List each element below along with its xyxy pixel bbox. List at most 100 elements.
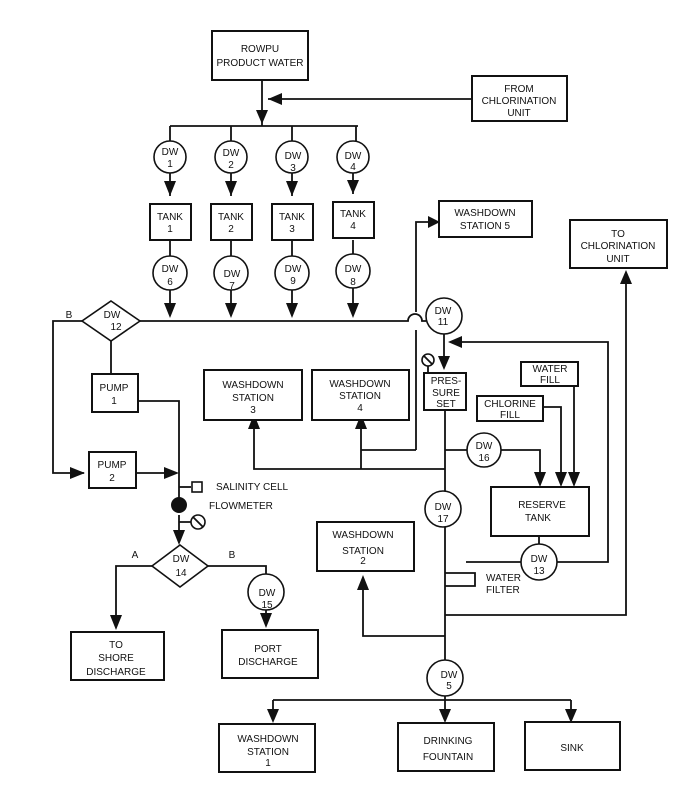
svg-text:RESERVE: RESERVE — [518, 500, 566, 511]
svg-text:FILL: FILL — [540, 375, 560, 386]
salinity-cell-icon — [191, 481, 203, 493]
svg-text:1: 1 — [265, 758, 271, 769]
box-pressure-set: PRES- SURE SET — [423, 372, 467, 411]
arrow-tank2 — [225, 181, 237, 196]
arrow-to-dw14 — [173, 530, 185, 545]
svg-text:2: 2 — [360, 556, 366, 567]
svg-text:STATION 5: STATION 5 — [460, 221, 511, 232]
svg-text:3: 3 — [289, 224, 295, 235]
arrow-to-port — [260, 613, 272, 628]
arrow-wash4 — [355, 414, 367, 429]
svg-text:8: 8 — [350, 277, 356, 288]
arrow-tank4 — [347, 180, 359, 194]
arrow-header-dw9 — [286, 303, 298, 318]
pressure-gauge-icon — [190, 514, 206, 530]
box-reserve-tank: RESERVE TANK — [490, 486, 590, 537]
svg-text:1: 1 — [111, 396, 117, 407]
valve-dw8: DW8 — [335, 253, 371, 289]
box-to-shore-discharge: TO SHORE DISCHARGE — [70, 631, 165, 681]
svg-text:SINK: SINK — [560, 743, 584, 754]
svg-text:PUMP: PUMP — [98, 460, 127, 471]
salinity-cell-label: SALINITY CELL — [216, 482, 289, 493]
svg-text:TANK: TANK — [340, 209, 366, 220]
svg-text:16: 16 — [478, 453, 490, 464]
box-washdown-station-3: WASHDOWN STATION 3 — [203, 369, 303, 421]
svg-text:6: 6 — [167, 277, 173, 288]
arrow-pump2-out — [164, 467, 179, 479]
diverter-dw12: DW 12 — [80, 300, 142, 342]
line-dw-to-tanks — [169, 172, 354, 196]
arrow-sink — [565, 709, 577, 723]
svg-text:DW: DW — [173, 554, 190, 565]
svg-text:DRINKING: DRINKING — [424, 736, 473, 747]
svg-text:WASHDOWN: WASHDOWN — [222, 380, 283, 391]
svg-text:17: 17 — [437, 514, 449, 525]
svg-text:UNIT: UNIT — [606, 254, 629, 265]
svg-text:SHORE: SHORE — [98, 653, 134, 664]
svg-text:STATION: STATION — [247, 747, 289, 758]
svg-text:TANK: TANK — [218, 212, 244, 223]
svg-text:4: 4 — [357, 403, 363, 414]
box-tank-3: TANK 3 — [271, 203, 314, 241]
box-tank-2: TANK 2 — [210, 203, 253, 241]
arrow-tank1 — [164, 181, 176, 196]
svg-text:7: 7 — [229, 281, 235, 292]
valve-dw2: DW2 — [214, 140, 248, 174]
svg-text:TANK: TANK — [279, 212, 305, 223]
valve-dw7: DW7 — [213, 255, 249, 292]
svg-text:ROWPU: ROWPU — [241, 44, 279, 55]
box-washdown-station-1: WASHDOWN STATION 1 — [218, 723, 316, 773]
box-washdown-station-2: WASHDOWN STATION 2 — [316, 521, 415, 572]
arrow-wash5 — [428, 216, 440, 228]
arrow-reserve-dw16 — [534, 472, 546, 487]
svg-text:STATION: STATION — [339, 391, 381, 402]
svg-text:DW: DW — [435, 502, 452, 513]
box-water-fill: WATER FILL — [520, 361, 579, 387]
valve-dw1: DW1 — [153, 140, 187, 174]
svg-text:12: 12 — [110, 322, 122, 333]
svg-text:DW: DW — [223, 148, 240, 159]
line-dw16-tap — [445, 449, 541, 476]
box-washdown-station-5: WASHDOWN STATION 5 — [438, 200, 533, 238]
svg-text:DW: DW — [476, 441, 493, 452]
svg-text:5: 5 — [446, 681, 452, 692]
valve-dw5: DW5 — [426, 659, 464, 697]
svg-text:SURE: SURE — [432, 388, 460, 399]
valve-dw6: DW 6 — [152, 255, 188, 291]
svg-text:CHLORINE: CHLORINE — [484, 399, 536, 410]
svg-text:FILL: FILL — [500, 410, 520, 421]
line-dw5-distribution — [272, 690, 572, 714]
line-dw12-branch-b — [52, 320, 84, 474]
line-dw14-branch-a — [115, 565, 152, 620]
line-tanks-to-dw — [169, 240, 354, 258]
arrow-to-pressure — [438, 356, 450, 370]
svg-text:WASHDOWN: WASHDOWN — [454, 208, 515, 219]
svg-text:4: 4 — [350, 221, 356, 232]
svg-text:WATER: WATER — [533, 364, 568, 375]
svg-text:DW: DW — [162, 264, 179, 275]
svg-text:PRODUCT WATER: PRODUCT WATER — [216, 58, 303, 69]
svg-text:DW: DW — [162, 147, 179, 158]
svg-text:TO: TO — [109, 640, 123, 651]
svg-text:3: 3 — [250, 405, 256, 416]
line-top-manifold — [169, 125, 358, 142]
svg-text:DW: DW — [435, 306, 452, 317]
svg-text:13: 13 — [533, 566, 545, 577]
svg-text:2: 2 — [109, 473, 115, 484]
svg-text:1: 1 — [167, 159, 173, 170]
svg-text:CHLORINATION: CHLORINATION — [581, 241, 656, 252]
svg-text:PORT: PORT — [254, 644, 282, 655]
flowmeter-label: FLOWMETER — [209, 501, 273, 512]
svg-text:WASHDOWN: WASHDOWN — [237, 734, 298, 745]
valve-dw9: DW9 — [274, 255, 310, 291]
line-wash5-feed — [415, 221, 430, 450]
arrowheads — [70, 93, 632, 723]
dw14-branch-a-label: A — [132, 550, 139, 561]
valve-dw3: DW3 — [275, 140, 309, 174]
valve-dw4: DW4 — [336, 140, 370, 174]
svg-text:15: 15 — [261, 600, 273, 611]
